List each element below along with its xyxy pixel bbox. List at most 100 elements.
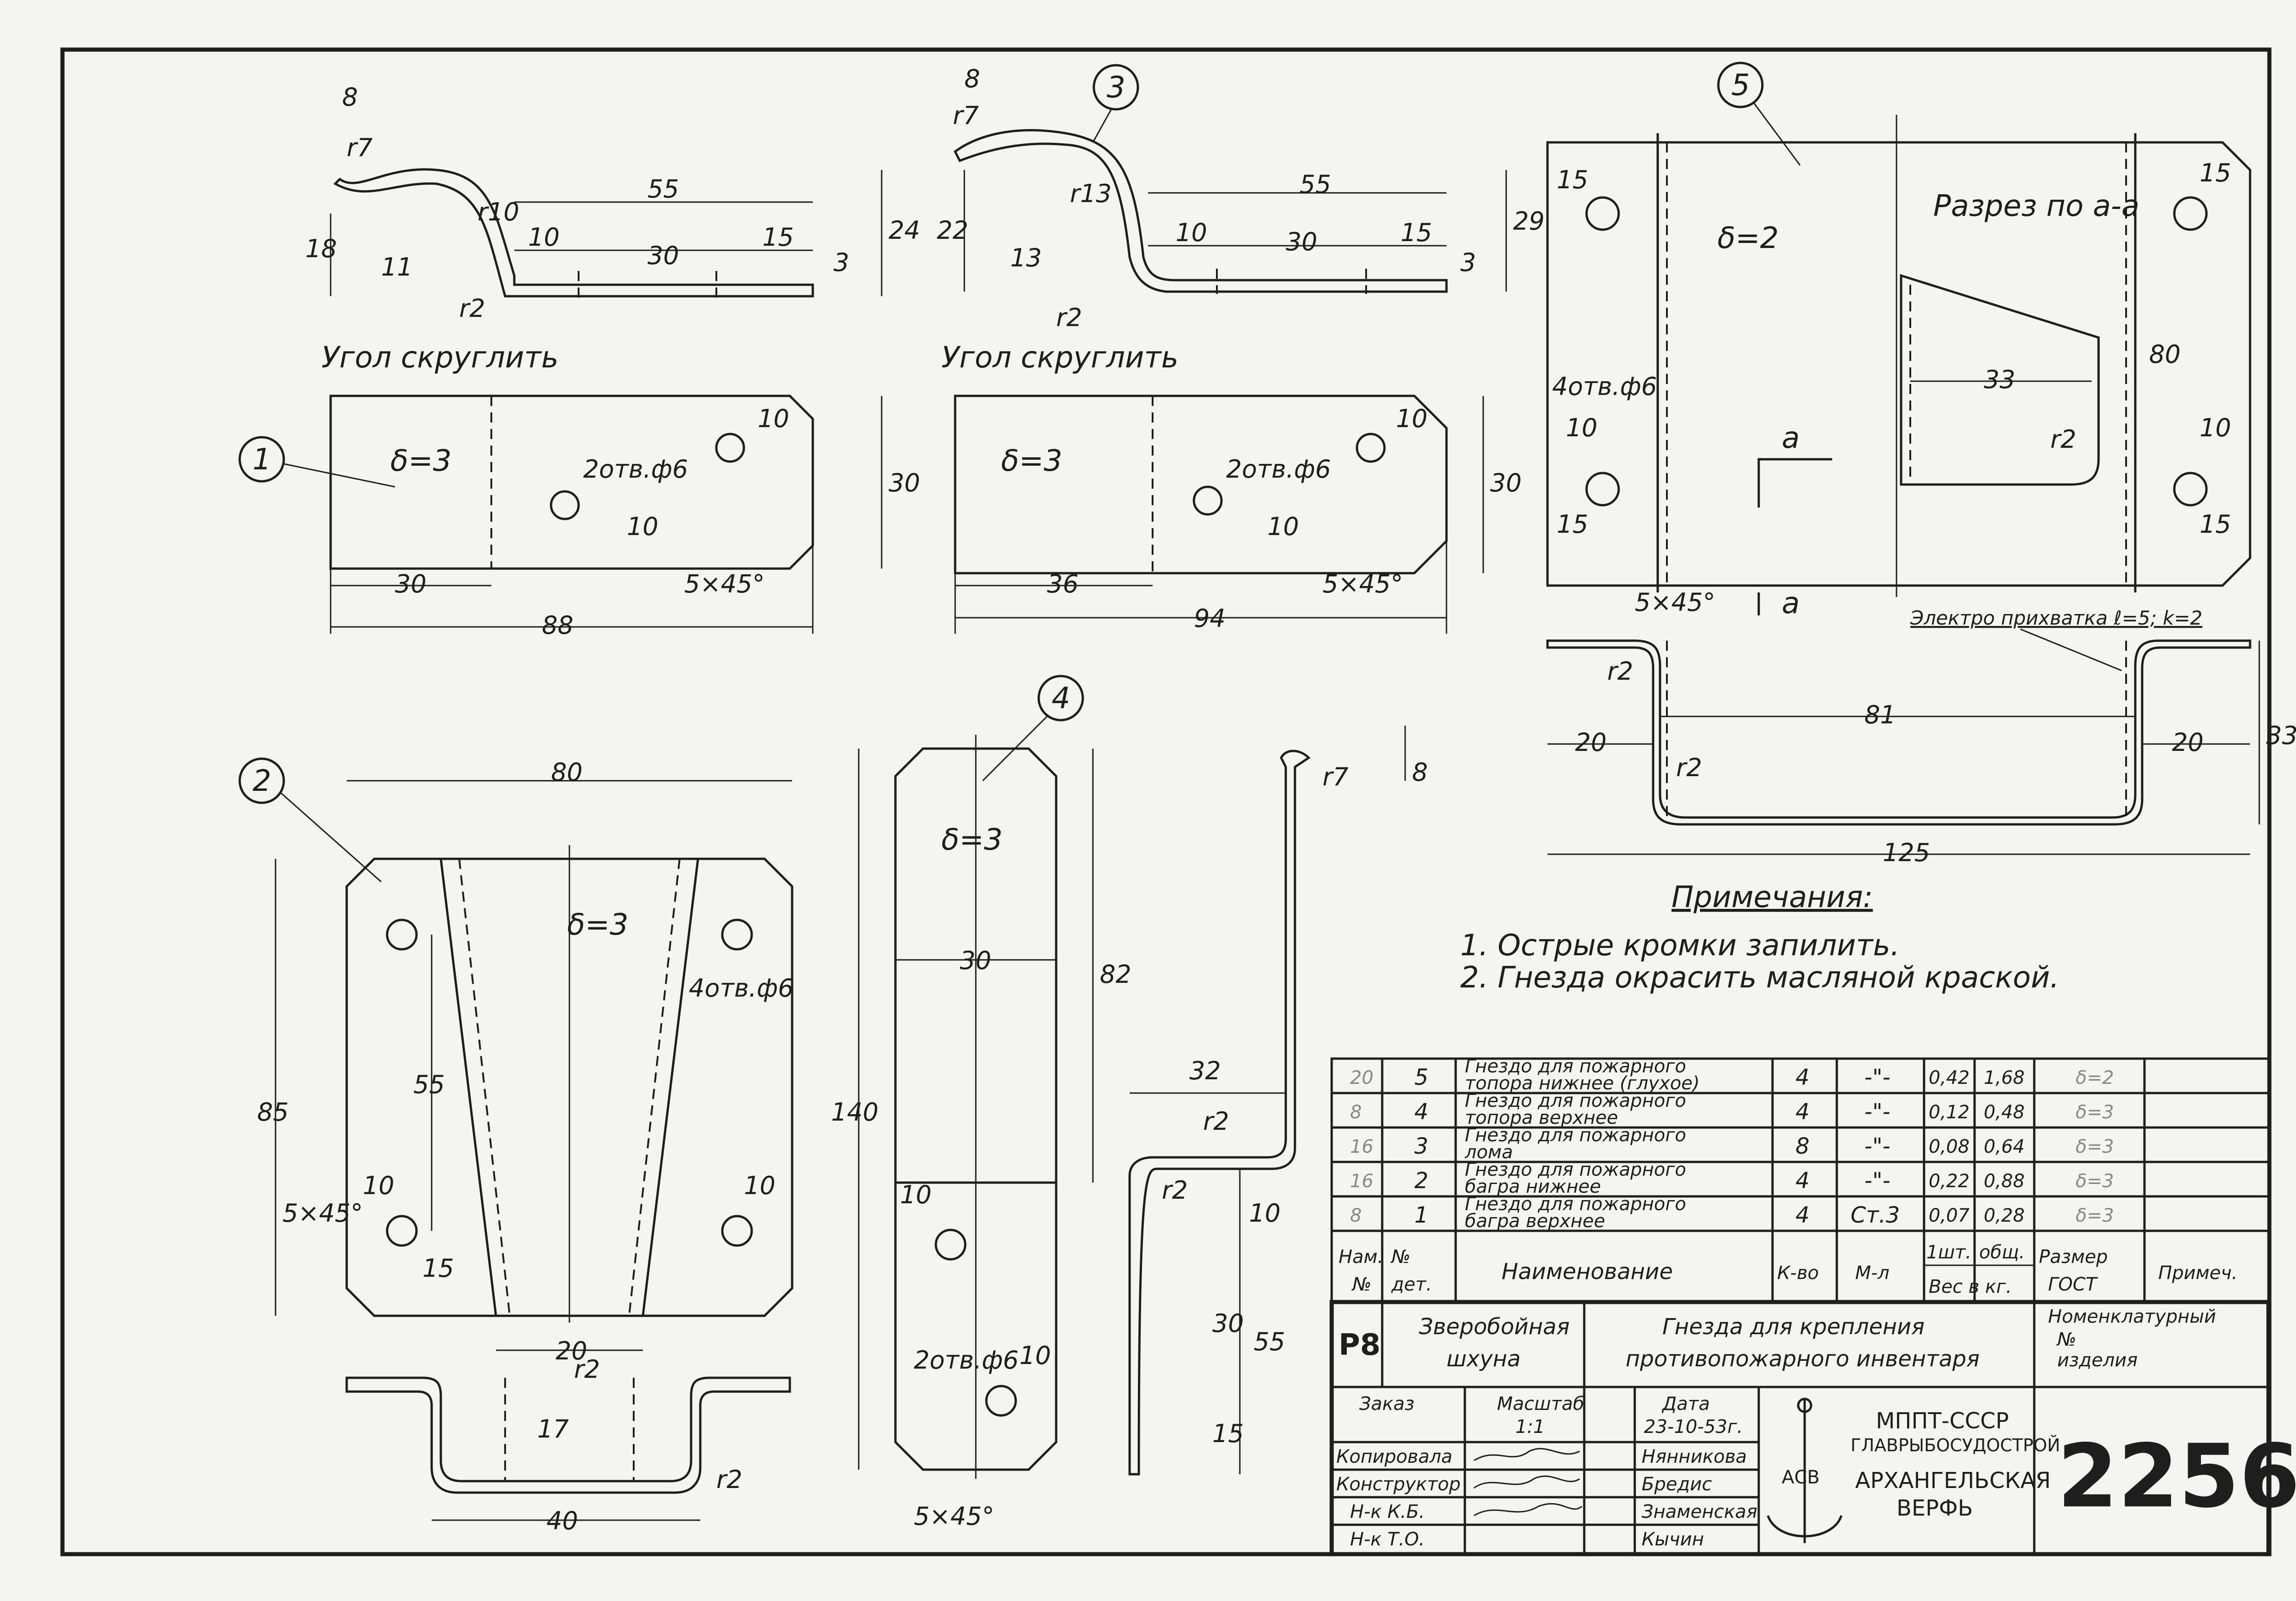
bom-r4-mark: 16 <box>1350 1171 1373 1192</box>
p5-side-r2b: r2 <box>1676 753 1702 782</box>
p5-side-125: 125 <box>1883 838 1930 867</box>
bom-r1-pos: 5 <box>1414 1065 1429 1090</box>
signature-2 <box>1474 1475 1580 1489</box>
part-4: 4 δ=3 30 82 140 10 10 2отв.ф6 5×45° r7 8… <box>831 675 1428 1531</box>
bom-r3-wt: 0,64 <box>1984 1136 2025 1157</box>
p1-dim-r10: r10 <box>478 197 519 226</box>
p5-dim-15c: 15 <box>2200 158 2231 187</box>
bom-r3-name1: Гнездо для пожарного <box>1465 1125 1686 1146</box>
tb-head-kb: Н-к К.Б. <box>1350 1501 1425 1522</box>
bom-r4-name2: багра нижнее <box>1465 1176 1601 1197</box>
tb-org2: ГЛАВРЫБОСУДОСТРОЙ <box>1851 1435 2060 1455</box>
p1-plan-chamfer: 5×45° <box>684 569 765 598</box>
bom-h-w1: 1шт. <box>1926 1242 1971 1263</box>
p3-dim-13: 13 <box>1010 243 1042 272</box>
tb-title2: противопожарного инвентаря <box>1626 1346 1980 1372</box>
p4-chamfer: 5×45° <box>914 1502 994 1531</box>
p4-dim-30: 30 <box>960 946 991 975</box>
p4-side-15: 15 <box>1212 1419 1244 1448</box>
tb-title1: Гнезда для крепления <box>1662 1314 1925 1340</box>
notes-block: Примечания: 1. Острые кромки запилить. 2… <box>1460 880 2059 995</box>
bom-h-weight: Вес в кг. <box>1929 1276 2012 1297</box>
p4-side-r7: r7 <box>1322 762 1349 791</box>
bom-r5-qty: 4 <box>1795 1202 1810 1228</box>
p2-dim-r2b: r2 <box>716 1465 743 1494</box>
tb-name-to: Кычин <box>1642 1529 1704 1550</box>
p5-section-r2: r2 <box>2050 425 2077 454</box>
bom-r3-size: δ=3 <box>2076 1136 2114 1157</box>
p1-dim-10: 10 <box>528 223 560 252</box>
p3-number: 3 <box>1107 71 1125 105</box>
part-2: 2 80 85 55 10 10 15 5×45° δ=3 4отв.ф6 20… <box>238 757 793 1535</box>
bom-r4-mat: -"- <box>1864 1168 1891 1194</box>
bom-r2-name2: топора верхнее <box>1465 1107 1618 1128</box>
p1-plan-88: 88 <box>542 611 574 640</box>
bom-r2-qty: 4 <box>1795 1099 1810 1125</box>
bom-r3-mark: 16 <box>1350 1136 1373 1157</box>
p4-side-8: 8 <box>1412 758 1428 787</box>
bom-r5-wt: 0,28 <box>1984 1205 2025 1226</box>
p5-dim-15a: 15 <box>1557 165 1588 194</box>
p1-dim-r7: r7 <box>347 133 373 162</box>
tb-name-kb: Знаменская <box>1642 1501 1757 1522</box>
p5-dim-10a: 10 <box>1566 413 1598 442</box>
bom-h-size2: ГОСТ <box>2048 1274 2099 1295</box>
p5-dim-80: 80 <box>2149 340 2181 369</box>
tb-head-to: Н-к Т.О. <box>1350 1529 1425 1550</box>
part-5: 5 δ=2 Разрез по а-а 33 r2 а а 4отв.ф6 15… <box>1546 62 2296 867</box>
bom-r5-mark: 8 <box>1350 1205 1362 1226</box>
p3-dim-r13: r13 <box>1070 179 1112 208</box>
bom-r2-size: δ=3 <box>2076 1102 2114 1123</box>
bom-r1-mat: -"- <box>1864 1065 1891 1090</box>
tb-vessel2: шхуна <box>1446 1346 1521 1372</box>
tb-name-copied: Нянникова <box>1642 1446 1747 1467</box>
p1-plan-10b: 10 <box>627 512 658 541</box>
p5-side-33: 33 <box>2266 721 2296 750</box>
p2-dim-17: 17 <box>537 1415 569 1443</box>
tb-org3: АРХАНГЕЛЬСКАЯ <box>1855 1468 2051 1494</box>
p1-dim-30: 30 <box>647 241 679 270</box>
bom-r1-qty: 4 <box>1795 1065 1810 1090</box>
p4-holes: 2отв.ф6 <box>914 1346 1019 1375</box>
bom-h-mat: М-л <box>1855 1263 1890 1284</box>
bom-r1-name2: топора нижнее (глухое) <box>1465 1073 1700 1094</box>
p4-side-r2b: r2 <box>1162 1176 1188 1205</box>
p3-dim-r7: r7 <box>953 101 979 130</box>
bom-r4-size: δ=3 <box>2076 1171 2114 1192</box>
p1-plan-10a: 10 <box>758 404 789 433</box>
p5-side-81: 81 <box>1864 700 1896 729</box>
p2-number: 2 <box>253 764 271 798</box>
p3-holes: 2отв.ф6 <box>1226 455 1331 484</box>
p3-dim-29: 29 <box>1513 207 1545 236</box>
p2-dim-r2a: r2 <box>574 1355 600 1384</box>
bom-h-nam: Нам. <box>1339 1246 1383 1268</box>
signature-3 <box>1474 1503 1582 1516</box>
p3-dim-r2: r2 <box>1056 303 1082 332</box>
p4-side-32: 32 <box>1189 1056 1221 1085</box>
p1-holes: 2отв.ф6 <box>583 455 688 484</box>
bom-r2-name1: Гнездо для пожарного <box>1465 1090 1686 1111</box>
p2-dim-10a: 10 <box>363 1171 394 1200</box>
tb-nomen1: Номенклатурный <box>2048 1306 2216 1327</box>
title-block: Р8 Зверобойная шхуна Гнезда для креплени… <box>1329 1300 2296 1556</box>
bom-h-name: Наименование <box>1502 1259 1673 1285</box>
bom-r2-mat: -"- <box>1864 1099 1891 1125</box>
tb-nomen3: изделия <box>2057 1350 2138 1371</box>
bom-h-wt: общ. <box>1979 1242 2025 1263</box>
bom-r2-w1: 0,12 <box>1929 1102 1970 1123</box>
bom-h-no: № <box>1351 1274 1372 1295</box>
tb-code: Р8 <box>1339 1328 1380 1362</box>
tb-name-designer: Бредис <box>1642 1474 1712 1495</box>
p2-dim-85: 85 <box>257 1098 289 1127</box>
p1-dim-24: 24 <box>889 216 920 245</box>
p3-plan-94: 94 <box>1194 604 1226 633</box>
p1-number: 1 <box>253 443 271 477</box>
p4-dim-10a: 10 <box>900 1180 932 1209</box>
bom-h-qty: К-во <box>1777 1263 1819 1284</box>
bom-r4-qty: 4 <box>1795 1168 1810 1194</box>
p4-dim-140: 140 <box>831 1098 878 1127</box>
p4-side-r2a: r2 <box>1203 1107 1229 1136</box>
p1-thickness: δ=3 <box>390 444 452 478</box>
bom-r5-name2: багра верхнее <box>1465 1211 1605 1232</box>
